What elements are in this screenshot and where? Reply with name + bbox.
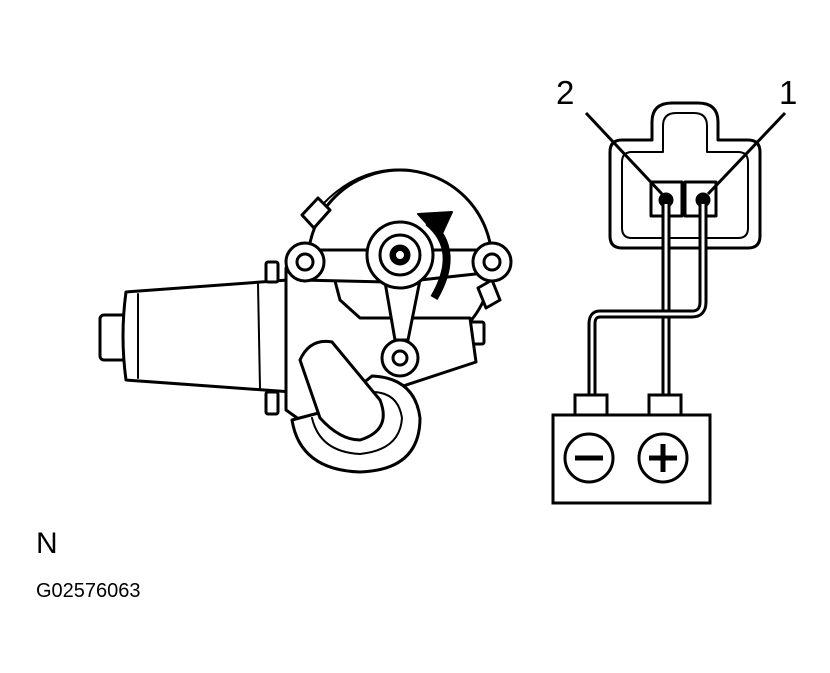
output-shaft (365, 220, 435, 290)
motor-body (121, 278, 294, 394)
pin-leaders (584, 111, 787, 196)
leader-pin-2 (584, 111, 664, 196)
connector-shell-inner (621, 112, 749, 239)
connector (608, 101, 762, 250)
grommet-bottom (380, 338, 420, 378)
battery-terminal-negative (573, 393, 609, 418)
leader-pin-1 (706, 111, 787, 196)
grommet-left (284, 241, 326, 283)
clockwise-arrow-icon (417, 211, 453, 301)
worm-housing-inner (311, 391, 403, 455)
gear-housing-rim (321, 168, 411, 206)
motor-body-groove (257, 283, 261, 389)
motor-bolt (264, 260, 280, 284)
wiring (587, 204, 708, 400)
view-letter: N (36, 527, 58, 560)
grommet-right (471, 241, 513, 283)
pin-1-label: 1 (779, 74, 797, 111)
pin-2-label: 2 (556, 74, 574, 111)
battery (551, 393, 712, 505)
worm-tube (298, 339, 385, 442)
battery-terminal-positive (647, 393, 683, 418)
motor-bolt (264, 390, 280, 416)
housing-clip-right (476, 278, 502, 310)
housing-clip-top (300, 196, 332, 230)
wiper-motor (98, 168, 513, 474)
figure-id: G02576063 (36, 580, 141, 602)
